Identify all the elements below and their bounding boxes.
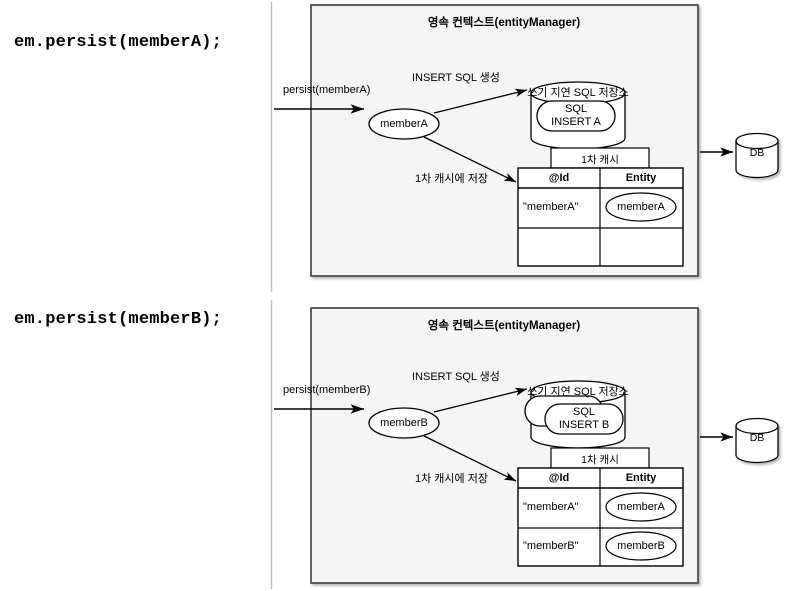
cache-header-b-entity: Entity <box>625 472 657 484</box>
code-caption-persist-a: em.persist(memberA); <box>14 33 223 52</box>
cache-entity-chip-b-2 <box>605 531 677 561</box>
cache-store-arrow-b <box>423 435 517 482</box>
insert-sql-arrow-a <box>433 88 528 114</box>
cache-cell-b-r2-entity: memberB <box>617 540 665 552</box>
cache-title-a: 1차 캐시 <box>581 154 619 166</box>
database-label-b: DB <box>749 432 765 444</box>
database-cylinder-b <box>735 417 779 464</box>
code-caption-persist-b: em.persist(memberB); <box>14 310 223 329</box>
sql-item-a-1-line1: SQL <box>564 103 588 115</box>
cache-cell-b-r2-id: "memberB" <box>523 540 579 552</box>
cache-cell-a-r1-entity: memberA <box>617 201 665 213</box>
cache-table-b <box>517 467 684 567</box>
insert-sql-arrow-b <box>433 387 528 413</box>
cache-header-a-id: @Id <box>548 172 570 184</box>
cache-header-a-entity: Entity <box>625 172 657 184</box>
persistence-context-title-b: 영속 컨텍스트(entityManager) <box>427 320 581 332</box>
cache-store-label-a: 1차 캐시에 저장 <box>415 173 488 185</box>
persist-arrow-label-a: persist(memberA) <box>283 84 371 96</box>
persistence-context-title-a: 영속 컨텍스트(entityManager) <box>427 17 581 29</box>
sql-store-title-a: 쓰기 지연 SQL 저장소 <box>527 87 629 99</box>
entity-label-a: memberA <box>380 118 428 130</box>
entity-label-b: memberB <box>380 417 428 429</box>
cache-store-arrow-a <box>423 136 517 183</box>
sql-item-b-2-line2: INSERT B <box>558 418 610 431</box>
sql-item-a-1-line2: INSERT A <box>551 115 601 128</box>
sql-item-b-front <box>544 403 624 435</box>
section-b-graphics <box>274 307 779 584</box>
section-a-graphics <box>274 4 779 277</box>
cache-header-b-id: @Id <box>548 472 570 484</box>
sql-item-b-2-line1: SQL <box>572 406 595 418</box>
entity-ellipse-b <box>368 407 440 439</box>
cache-cell-b-r1-id: "memberA" <box>523 501 579 513</box>
insert-sql-label-b: INSERT SQL 생성 <box>412 371 500 383</box>
sql-item-a-front <box>536 100 616 132</box>
database-cylinder-a <box>735 132 779 179</box>
cache-cell-b-r1-entity: memberA <box>617 501 665 513</box>
entity-ellipse-a <box>368 108 440 140</box>
persist-arrow-label-b: persist(memberB) <box>283 384 371 396</box>
cache-table-a <box>517 167 684 267</box>
sql-item-b-2: SQL INSERT B <box>559 406 609 431</box>
cache-entity-chip-a-1 <box>605 192 677 222</box>
database-label-a: DB <box>749 147 765 159</box>
cache-entity-chip-b-1 <box>605 492 677 522</box>
cache-title-b: 1차 캐시 <box>581 454 619 466</box>
sql-store-title-b: 쓰기 지연 SQL 저장소 <box>527 386 629 398</box>
cache-store-label-b: 1차 캐시에 저장 <box>415 473 488 485</box>
cache-cell-a-r1-id: "memberA" <box>523 201 579 213</box>
sql-item-a-1: SQL INSERT A <box>551 103 601 128</box>
insert-sql-label-a: INSERT SQL 생성 <box>412 72 500 84</box>
